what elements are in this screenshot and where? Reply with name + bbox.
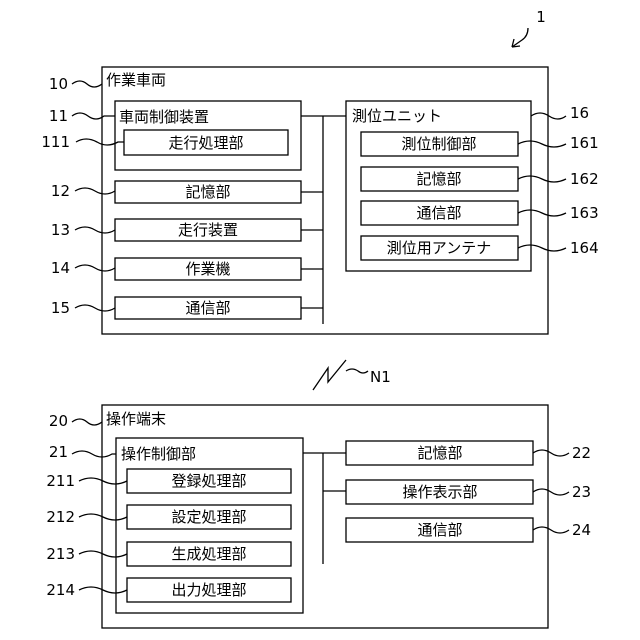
travel-device-ref: 13 [51, 221, 70, 239]
network-lightning-icon [313, 360, 346, 390]
generation-processor-ref: 213 [46, 545, 75, 563]
vehicle-control-ref: 11 [49, 107, 68, 125]
vehicle-control-title: 車両制御装置 [119, 108, 209, 126]
figure-ref-number: 1 [536, 8, 546, 26]
positioning-storage-ref: 162 [570, 170, 599, 188]
vehicle-storage-ref: 12 [51, 182, 70, 200]
travel-processor-label: 走行処理部 [168, 134, 243, 152]
travel-processor-ref: 111 [41, 133, 70, 151]
setting-processor-ref: 212 [46, 508, 75, 526]
terminal-storage-label: 記憶部 [417, 444, 462, 462]
vehicle-comm-label: 通信部 [185, 299, 230, 317]
operation-display-ref: 23 [572, 483, 591, 501]
positioning-comm-label: 通信部 [416, 204, 461, 222]
work-machine-label: 作業機 [185, 260, 230, 278]
work-vehicle-leader [72, 81, 102, 87]
setting-processor-label: 設定処理部 [171, 508, 246, 526]
travel-device-label: 走行装置 [178, 221, 238, 239]
positioning-antenna-ref: 164 [570, 239, 599, 257]
terminal-comm-ref: 24 [572, 521, 591, 539]
positioning-storage-label: 記憶部 [416, 170, 461, 188]
network-ref: N1 [370, 368, 391, 386]
network-leader [346, 369, 368, 373]
operation-terminal-title: 操作端末 [106, 410, 166, 428]
operation-terminal-ref: 20 [49, 412, 68, 430]
figure-ref-leader [512, 28, 528, 47]
vehicle-storage-label: 記憶部 [185, 183, 230, 201]
operation-display-label: 操作表示部 [402, 483, 477, 501]
operation-control-ref: 21 [49, 443, 68, 461]
terminal-comm-label: 通信部 [417, 521, 462, 539]
work-vehicle-ref: 10 [49, 75, 68, 93]
vehicle-comm-ref: 15 [51, 299, 70, 317]
positioning-comm-ref: 163 [570, 204, 599, 222]
output-processor-ref: 214 [46, 581, 75, 599]
registration-processor-label: 登録処理部 [171, 472, 246, 490]
work-vehicle-title: 作業車両 [106, 71, 166, 89]
operation-terminal-leader [72, 419, 102, 425]
operation-control-title: 操作制御部 [121, 445, 196, 463]
terminal-storage-ref: 22 [572, 444, 591, 462]
work-machine-ref: 14 [51, 259, 70, 277]
output-processor-label: 出力処理部 [171, 581, 246, 599]
positioning-control-label: 測位制御部 [401, 135, 476, 153]
generation-processor-label: 生成処理部 [171, 545, 246, 563]
registration-processor-ref: 211 [46, 472, 75, 490]
positioning-unit-ref: 16 [570, 104, 589, 122]
positioning-antenna-label: 測位用アンテナ [387, 239, 491, 257]
positioning-control-ref: 161 [570, 134, 599, 152]
positioning-unit-title: 測位ユニット [352, 107, 442, 125]
